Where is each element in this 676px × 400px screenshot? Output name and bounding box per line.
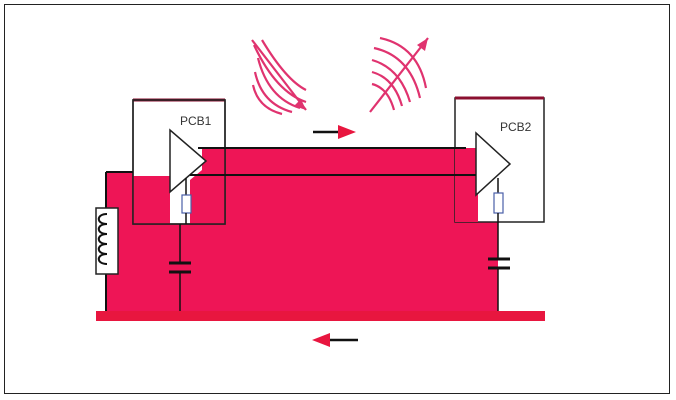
- radiation-wave-icon: [251, 39, 307, 116]
- radiation-wave-outgoing-icon: [369, 36, 429, 113]
- ground-bar: [96, 311, 545, 321]
- pcb2-amplifier: [475, 131, 512, 197]
- resistor-icon: [181, 194, 192, 214]
- pcb2-resistor-icon: [493, 192, 504, 214]
- pcb1-loop-fill: [133, 176, 170, 224]
- return-arrow-icon: [312, 333, 358, 347]
- pcb1-amplifier: [169, 128, 208, 194]
- pcb2-label: PCB2: [500, 120, 532, 134]
- pcb1-loop-fill-right: [190, 148, 225, 224]
- pcb2-capacitor-icon: [488, 257, 510, 270]
- arrow-icon: [313, 125, 356, 139]
- pcb1-board-outline: [132, 99, 226, 225]
- pcb2-loop-fill: [455, 148, 478, 222]
- pcb1-label: PCB1: [180, 114, 212, 128]
- capacitor-icon: [169, 261, 191, 274]
- coil-icon: [95, 207, 119, 275]
